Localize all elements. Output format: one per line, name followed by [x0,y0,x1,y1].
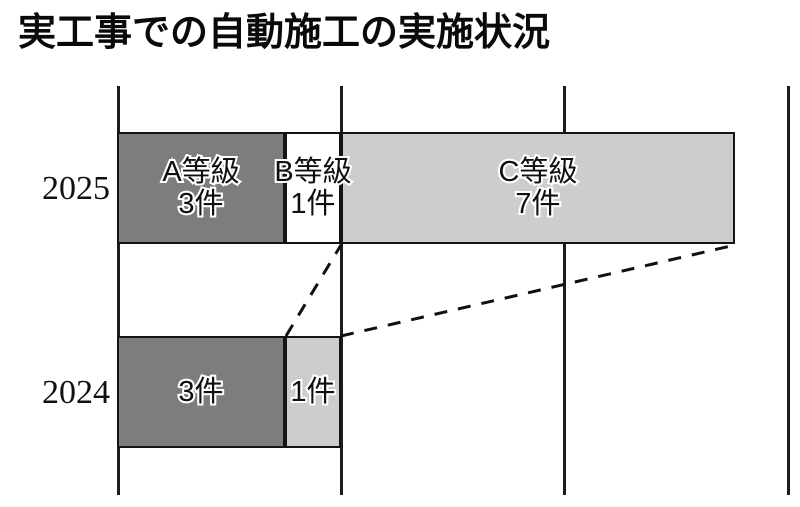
gridline-0 [117,86,120,495]
connector-line-right [340,243,736,338]
page-title: 実工事での自動施工の実施状況 [18,12,551,54]
bar-segment-2024-grade-a[interactable] [117,336,285,448]
bar-segment-2024-grade-b[interactable] [285,336,341,448]
year-label-2024: 2024 [42,374,110,411]
bar-segment-2025-grade-c[interactable] [341,132,735,244]
bar-row-2024: 3件 1件 [117,336,341,448]
year-label-2025: 2025 [42,170,110,207]
bar-row-2025: A等級 3件 B等級 1件 C等級 7件 [117,132,735,244]
bar-segment-2025-grade-a[interactable] [117,132,285,244]
connector-line-left [284,244,343,337]
bar-segment-2025-grade-b[interactable] [285,132,341,244]
gridline-15 [787,86,790,495]
